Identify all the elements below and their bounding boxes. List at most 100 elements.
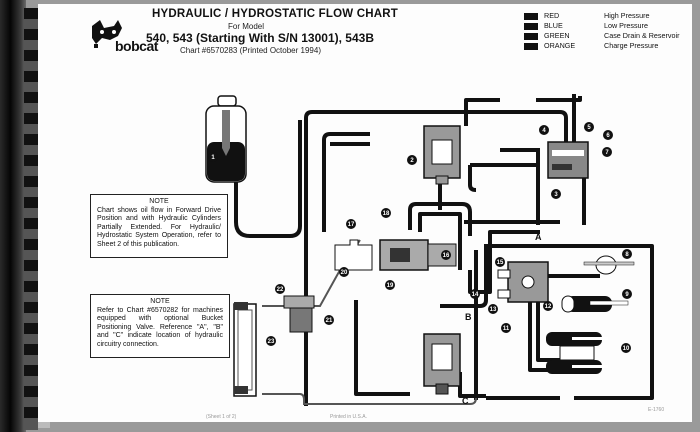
callout-9: 9 (622, 289, 632, 299)
svg-text:1: 1 (211, 155, 215, 161)
svg-text:6: 6 (606, 133, 610, 139)
callout-13: 13 (488, 304, 498, 314)
control-valve (497, 261, 549, 303)
svg-text:5: 5 (587, 125, 591, 131)
note-heading: NOTE (150, 298, 170, 305)
callout-11: 11 (501, 323, 511, 333)
callout-19: 19 (385, 280, 395, 290)
bobcat-logo-icon (92, 20, 122, 48)
svg-text:10: 10 (623, 346, 630, 352)
svg-text:14: 14 (472, 292, 479, 298)
callout-1: 1 (208, 152, 218, 162)
legend-meaning: Charge Pressure (604, 41, 659, 50)
callout-3: 3 (551, 189, 561, 199)
svg-text:21: 21 (326, 318, 333, 324)
note-heading: NOTE (149, 198, 169, 205)
hydraulic-line (440, 244, 488, 308)
svg-text:11: 11 (503, 326, 510, 332)
note-body: Refer to Chart #6570282 for machines equ… (97, 306, 223, 348)
svg-text:4: 4 (542, 128, 546, 134)
svg-text:22: 22 (277, 287, 284, 293)
legend-color: ORANGE (544, 41, 576, 50)
legend-meaning: Low Pressure (604, 21, 648, 30)
svg-text:15: 15 (497, 260, 504, 266)
binding-coil (24, 418, 60, 430)
callout-7: 7 (602, 147, 612, 157)
svg-text:17: 17 (348, 222, 355, 228)
callout-10: 10 (621, 343, 631, 353)
hydraulic-line (468, 230, 540, 294)
hydraulic-line (468, 165, 477, 192)
callout-6: 6 (603, 130, 613, 140)
svg-text:16: 16 (443, 253, 450, 259)
legend-color: BLUE (544, 21, 563, 30)
callout-12: 12 (543, 301, 553, 311)
callout-15: 15 (495, 257, 505, 267)
hydraulic-line (354, 300, 410, 396)
lift-cylinders-lower (546, 332, 608, 374)
hydraulic-line (408, 202, 472, 236)
footer-sheet: (Sheet 1 of 2) (206, 414, 237, 420)
legend-meaning: Case Drain & Reservoir (604, 31, 680, 40)
footer-printed: Printed in U.S.A. (330, 414, 367, 420)
svg-text:23: 23 (268, 339, 275, 345)
bobcat-brand-text: bobcat (115, 38, 158, 54)
callout-23: 23 (266, 336, 276, 346)
svg-text:8: 8 (625, 252, 629, 258)
hydraulic-line (536, 96, 582, 102)
hydraulic-line (418, 212, 462, 270)
model-line: 540, 543 (Starting With S/N 13001), 543B (146, 31, 374, 45)
callout-2: 2 (407, 155, 417, 165)
hydraulic-line (458, 372, 486, 398)
svg-text:18: 18 (383, 211, 390, 217)
oil-filter (283, 295, 315, 333)
callout-22: 22 (275, 284, 285, 294)
legend-color: RED (544, 11, 560, 20)
gear-pump-assembly (334, 239, 457, 271)
callout-5: 5 (584, 122, 594, 132)
hydraulic-line (304, 110, 568, 406)
reference-letter-a: A (535, 232, 542, 242)
callout-4: 4 (539, 125, 549, 135)
legend-meaning: High Pressure (604, 11, 650, 20)
svg-text:12: 12 (545, 304, 552, 310)
callout-17: 17 (346, 219, 356, 229)
hydrostatic-pump-lower (423, 333, 461, 395)
reference-letter-b: B (465, 312, 472, 322)
hydraulic-line (464, 98, 500, 126)
legend-swatch (524, 42, 538, 50)
hydrostatic-pump-upper (423, 125, 461, 185)
hydraulic-line (490, 244, 654, 400)
callouts: 1 2 3 4 5 6 7 8 9 10 11 12 13 14 15 16 1… (208, 122, 632, 353)
callout-14: 14 (470, 289, 480, 299)
reference-letter-c: C (462, 396, 469, 406)
note-bucket-positioning: NOTE Refer to Chart #6570282 for machine… (90, 294, 230, 358)
tilt-cylinder (583, 255, 635, 275)
charge-relief-valve-block (547, 141, 589, 179)
svg-text:3: 3 (554, 192, 558, 198)
callout-16: 16 (441, 250, 451, 260)
note-forward-drive: NOTE Chart shows oil flow in Forward Dri… (90, 194, 228, 258)
callout-18: 18 (381, 208, 391, 218)
callout-8: 8 (622, 249, 632, 259)
svg-text:2: 2 (410, 158, 414, 164)
legend-swatch (524, 12, 538, 20)
reservoir (205, 95, 247, 183)
note-body: Chart shows oil flow in Forward Drive Po… (97, 206, 221, 248)
chart-number: Chart #6570283 (Printed October 1994) (180, 46, 321, 55)
spiral-binding-spine (0, 0, 26, 432)
svg-text:13: 13 (490, 307, 497, 313)
chart-title: HYDRAULIC / HYDROSTATIC FLOW CHART (152, 8, 398, 20)
hydraulic-line (234, 120, 302, 238)
svg-text:9: 9 (625, 292, 629, 298)
legend-swatch (524, 32, 538, 40)
callout-20: 20 (339, 267, 349, 277)
callout-21: 21 (324, 315, 334, 325)
legend-swatch (524, 22, 538, 30)
oil-cooler (233, 302, 257, 397)
svg-text:7: 7 (605, 150, 609, 156)
cooler-line (262, 393, 477, 405)
